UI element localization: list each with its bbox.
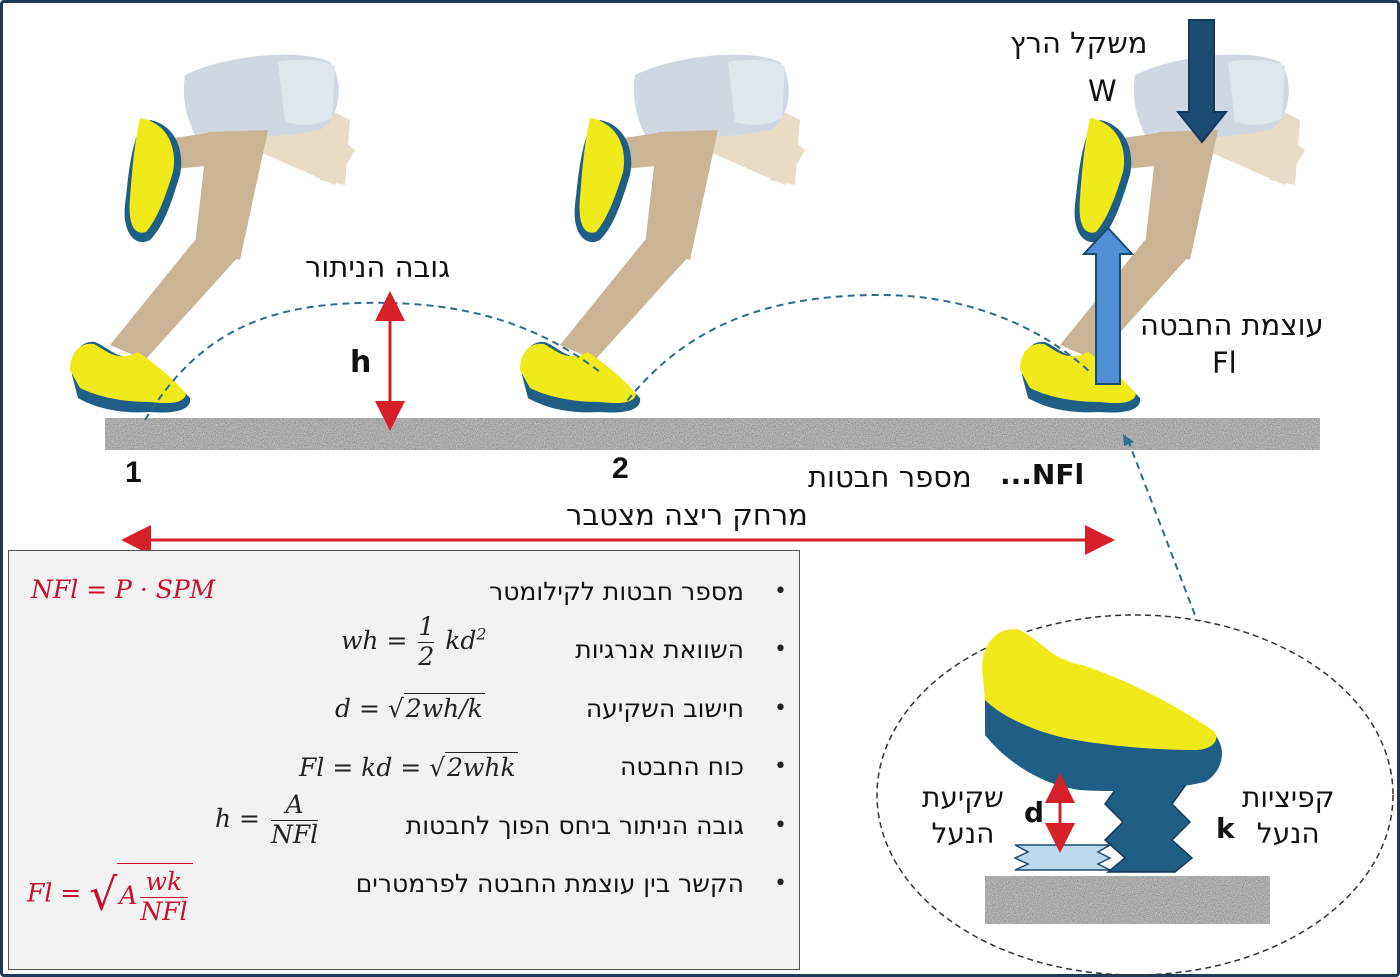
bullet-text: מספר חבטות לקילומטר [489,576,745,606]
cumulative-distance-label: מרחק ריצה מצטבר [566,498,808,532]
impacts-count-label: מספר חבטות [808,460,972,494]
body-weight-label: משקל הרץ [1010,26,1148,60]
bullet-text: הקשר בין עוצמת החבטה לפרמטרים [355,868,745,898]
flight-height-label: גובה הניתור [305,250,451,284]
spring-compressed-icon [1013,844,1113,871]
bullet-text: השוואת אנרגיות [575,634,745,664]
impact-intensity-label: עוצמת החבטה [1140,308,1324,342]
step-1-label: 1 [125,456,142,489]
flight-height-symbol: h [350,345,372,380]
runner-figure-1 [70,54,355,413]
trajectory-arc-2 [619,293,1091,411]
bullet-text: כוח החבטה [620,751,745,781]
bullet-item: • השוואת אנרגיות [575,634,787,664]
step-n-label: NFl... [1000,458,1085,491]
spring-icon [1100,785,1194,873]
formula-panel: • מספר חבטות לקילומטר • השוואת אנרגיות •… [8,550,800,970]
sole-stiffness-symbol: k [1216,812,1235,845]
bullet-text: גובה הניתור ביחס הפוך לחבטות [405,810,745,840]
body-weight-symbol: W [1088,74,1117,108]
formula-nfl: NFl = P · SPM [31,575,216,604]
down-arrow-icon [1175,19,1229,144]
sole-compression-symbol: d [1024,796,1045,829]
impact-intensity-symbol: Fl [1212,346,1237,380]
running-shoe-icon [982,629,1223,792]
runner-figure-3 [1020,54,1305,413]
sole-compression-label: שקיעת הנעל [922,781,1004,851]
runner-figure-2 [520,54,805,413]
bullet-item: • חישוב השקיעה [585,693,787,723]
up-arrow-icon [1081,226,1135,385]
bullet-item: • הקשר בין עוצמת החבטה לפרמטרים [355,868,787,898]
bullet-item: • מספר חבטות לקילומטר [489,576,787,606]
formula-impact-force: Fl = kd = √2whk [299,752,518,782]
bullet-item: • גובה הניתור ביחס הפוך לחבטות [405,810,787,840]
step-2-label: 2 [612,452,629,485]
formula-compression: d = √2wh/k [335,693,485,723]
bullet-text: חישוב השקיעה [585,693,745,723]
trajectory-arc-1 [144,301,601,421]
bullet-item: • כוח החבטה [620,751,787,781]
zoom-pointer [1127,439,1196,616]
sole-stiffness-label: קפיציות הנעל [1242,781,1335,851]
zoom-ellipse [876,614,1394,976]
